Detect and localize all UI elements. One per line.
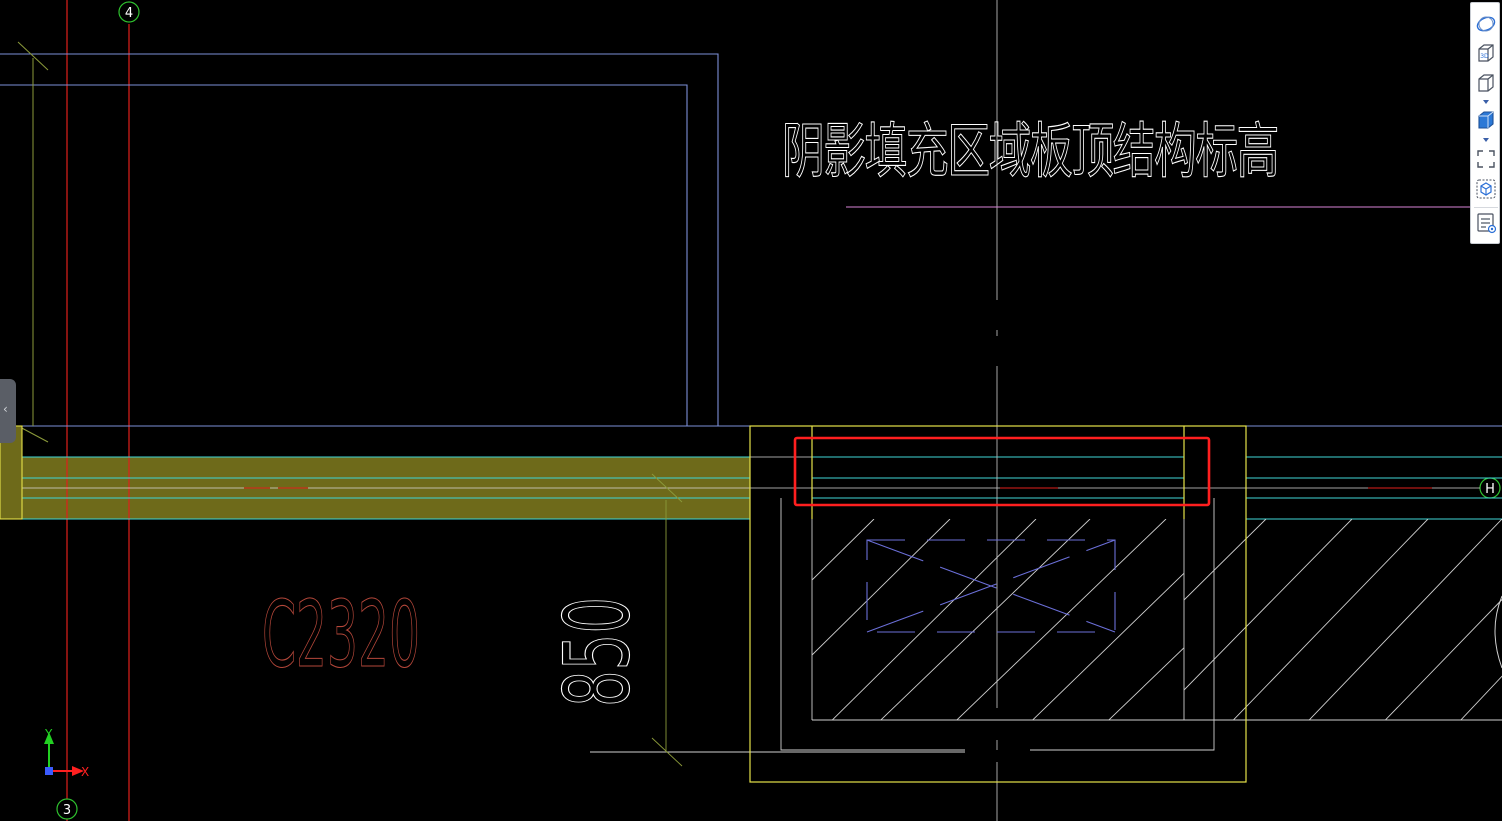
view-cube-dropdown-icon[interactable]	[1482, 99, 1490, 105]
annotation-text[interactable]: 阴影填充区域板顶结构标高	[781, 116, 1280, 187]
grid-bubble-h-right[interactable]: H	[1479, 477, 1501, 499]
grid-bubble-3-label: 3	[63, 803, 71, 818]
svg-text:3D: 3D	[1480, 53, 1489, 60]
opening-symbol	[866, 539, 1116, 633]
ucs-x-label: X	[81, 765, 89, 779]
toolbar-separator	[1474, 207, 1498, 208]
beam-lines	[0, 456, 1502, 520]
side-panel-toggle[interactable]: ‹	[0, 379, 16, 443]
clipped-text-fragment	[1494, 595, 1502, 669]
model-display-icon	[1476, 179, 1496, 199]
display-mode-dropdown-icon[interactable]	[1482, 137, 1490, 143]
dimension-text[interactable]: 850	[544, 596, 650, 707]
selection-highlight[interactable]	[793, 436, 1211, 507]
pit-outline	[590, 498, 1215, 753]
orbit-icon	[1476, 16, 1496, 32]
display-mode-button[interactable]	[1474, 108, 1498, 132]
orbit-button[interactable]	[1474, 12, 1498, 36]
hatch-area-right	[1184, 519, 1502, 720]
view-3d-icon: 3D	[1478, 44, 1494, 62]
grid-bubble-3[interactable]: 3	[56, 798, 78, 820]
column-outline	[749, 425, 1247, 783]
view-cube-button[interactable]	[1474, 71, 1498, 95]
grid-bubble-4[interactable]: 4	[118, 1, 140, 23]
grid-bubble-h-right-label: H	[1485, 482, 1495, 497]
dimension-line	[651, 473, 683, 767]
view-cube-icon	[1478, 74, 1494, 92]
layer-manager-button[interactable]	[1474, 211, 1498, 235]
zoom-extents-button[interactable]	[1474, 147, 1498, 171]
hatch-area-center	[812, 519, 1184, 720]
ucs-y-label: Y	[44, 727, 53, 741]
layer-manager-icon	[1477, 213, 1497, 234]
window-tag[interactable]: C2320	[261, 580, 420, 688]
grid-bubble-4-label: 4	[125, 6, 133, 21]
wall-outline	[0, 53, 1502, 427]
construction-lines-left	[17, 41, 49, 443]
chevron-left-icon: ‹	[3, 402, 8, 416]
display-mode-icon	[1478, 111, 1494, 129]
model-display-button[interactable]	[1474, 177, 1498, 201]
view-3d-button[interactable]: 3D	[1474, 41, 1498, 65]
ucs-icon: Y X	[44, 727, 89, 779]
view-toolbar: 3D	[1470, 2, 1500, 244]
zoom-extents-icon	[1477, 150, 1495, 168]
